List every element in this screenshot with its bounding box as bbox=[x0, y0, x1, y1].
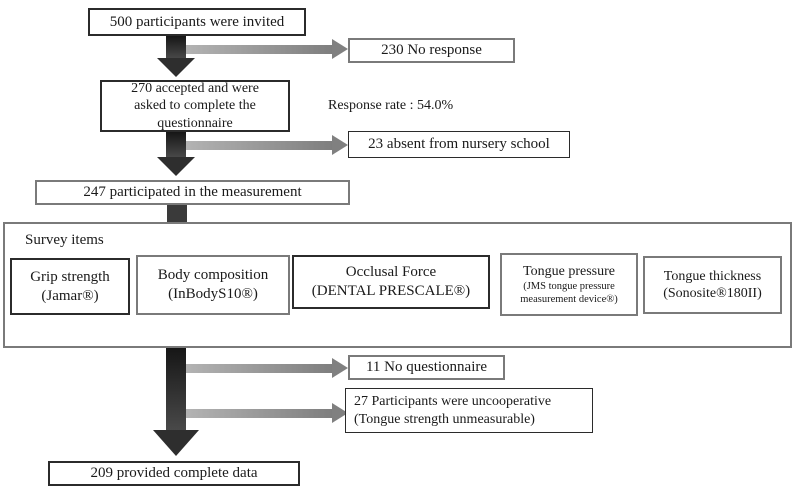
tongue-pressure-device-2: measurement device®) bbox=[520, 294, 618, 306]
connector-stub bbox=[167, 205, 187, 222]
survey-item-tongue-pressure: Tongue pressure (JMS tongue pressure mea… bbox=[500, 253, 638, 316]
arrow-right-3-head bbox=[332, 358, 348, 378]
box-uncooperative: 27 Participants were uncooperative (Tong… bbox=[345, 388, 593, 433]
box-accepted: 270 accepted and were asked to complete … bbox=[100, 80, 290, 132]
survey-item-body-composition: Body composition (InBodyS10®) bbox=[136, 255, 290, 315]
tongue-pressure-device-1: (JMS tongue pressure bbox=[523, 281, 615, 293]
arrow-right-2-head bbox=[332, 135, 348, 155]
tongue-pressure-name: Tongue pressure bbox=[523, 263, 615, 279]
arrow-down-1-stem bbox=[166, 36, 186, 59]
arrow-right-2-stem bbox=[186, 141, 333, 150]
grip-strength-name: Grip strength bbox=[30, 268, 110, 285]
body-composition-name: Body composition bbox=[157, 267, 269, 284]
arrow-down-3-stem bbox=[166, 348, 186, 432]
box-absent-text: 23 absent from nursery school bbox=[368, 136, 550, 153]
arrow-right-3-stem bbox=[186, 364, 333, 373]
survey-items-title: Survey items bbox=[25, 232, 104, 248]
box-no-response-text: 230 No response bbox=[381, 42, 482, 59]
arrow-right-1-head bbox=[332, 39, 348, 59]
box-uncooperative-line1: 27 Participants were uncooperative bbox=[354, 394, 552, 409]
arrow-down-1-head bbox=[157, 58, 195, 77]
arrow-right-1-stem bbox=[186, 45, 333, 54]
tongue-thickness-name: Tongue thickness bbox=[663, 268, 762, 284]
box-measurement: 247 participated in the measurement bbox=[35, 180, 350, 205]
survey-item-grip-strength: Grip strength (Jamar®) bbox=[10, 258, 130, 315]
response-rate-label: Response rate : 54.0% bbox=[328, 98, 454, 113]
box-complete: 209 provided complete data bbox=[48, 461, 300, 486]
box-measurement-text: 247 participated in the measurement bbox=[83, 184, 302, 201]
tongue-thickness-device: (Sonosite®180II) bbox=[663, 286, 762, 301]
box-invited: 500 participants were invited bbox=[88, 8, 306, 36]
arrow-down-3-head bbox=[153, 430, 199, 456]
arrow-down-2-head bbox=[157, 157, 195, 176]
box-accepted-line2: asked to complete the questionnaire bbox=[134, 98, 256, 131]
box-no-response: 230 No response bbox=[348, 38, 515, 63]
box-uncooperative-line2: (Tongue strength unmeasurable) bbox=[354, 411, 535, 427]
box-no-questionnaire-text: 11 No questionnaire bbox=[365, 359, 488, 376]
arrow-down-2-stem bbox=[166, 132, 186, 158]
occlusal-force-name: Occlusal Force bbox=[345, 264, 437, 281]
grip-strength-device: (Jamar®) bbox=[41, 287, 99, 304]
arrow-right-4-head bbox=[332, 403, 348, 423]
box-complete-text: 209 provided complete data bbox=[90, 465, 258, 482]
arrow-right-4-stem bbox=[186, 409, 333, 418]
box-absent: 23 absent from nursery school bbox=[348, 131, 570, 158]
survey-item-tongue-thickness: Tongue thickness (Sonosite®180II) bbox=[643, 256, 782, 314]
box-no-questionnaire: 11 No questionnaire bbox=[348, 355, 505, 380]
body-composition-device: (InBodyS10®) bbox=[168, 286, 258, 302]
box-invited-text: 500 participants were invited bbox=[109, 13, 285, 30]
box-accepted-line1: 270 accepted and were bbox=[131, 80, 259, 96]
survey-item-occlusal-force: Occlusal Force (DENTAL PRESCALE®) bbox=[292, 255, 490, 309]
occlusal-force-device: (DENTAL PRESCALE®) bbox=[311, 283, 471, 299]
